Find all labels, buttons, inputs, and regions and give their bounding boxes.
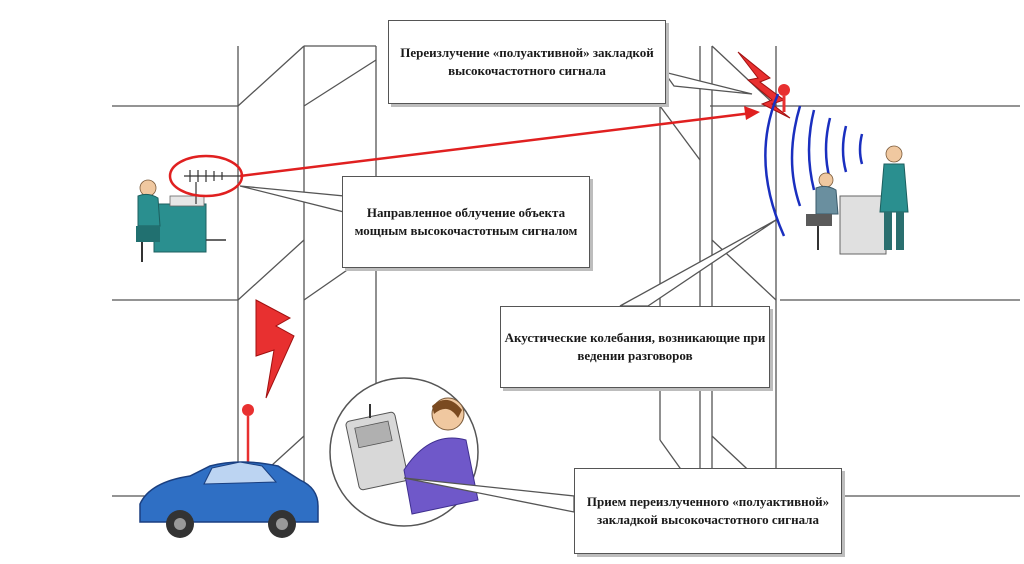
irradiation-beam (239, 106, 760, 178)
antenna-icon (184, 170, 240, 204)
callout-irradiation: Направленное облучение объекта мощным вы… (342, 176, 590, 268)
callout-acoustic: Акустические колебания, возникающие при … (500, 306, 770, 388)
callout-reradiation: Переизлучение «полуактивной» закладкой в… (388, 20, 666, 104)
callout-acoustic-text: Акустические колебания, возникающие при … (504, 330, 766, 363)
bug-device (737, 51, 791, 119)
antenna-highlight (168, 154, 244, 198)
car (139, 299, 319, 538)
callout-reception-text: Прием переизлученного «полуактивной» зак… (586, 494, 830, 527)
office-people (806, 145, 909, 255)
callout-reception: Прием переизлученного «полуактивной» зак… (574, 468, 842, 554)
operator-figure (136, 154, 244, 262)
receiver-operator (329, 377, 479, 527)
lightning-icon (255, 299, 295, 399)
callout-irradiation-text: Направленное облучение объекта мощным вы… (354, 205, 578, 238)
callout-pointers (239, 70, 777, 513)
callout-reradiation-text: Переизлучение «полуактивной» закладкой в… (400, 45, 654, 78)
